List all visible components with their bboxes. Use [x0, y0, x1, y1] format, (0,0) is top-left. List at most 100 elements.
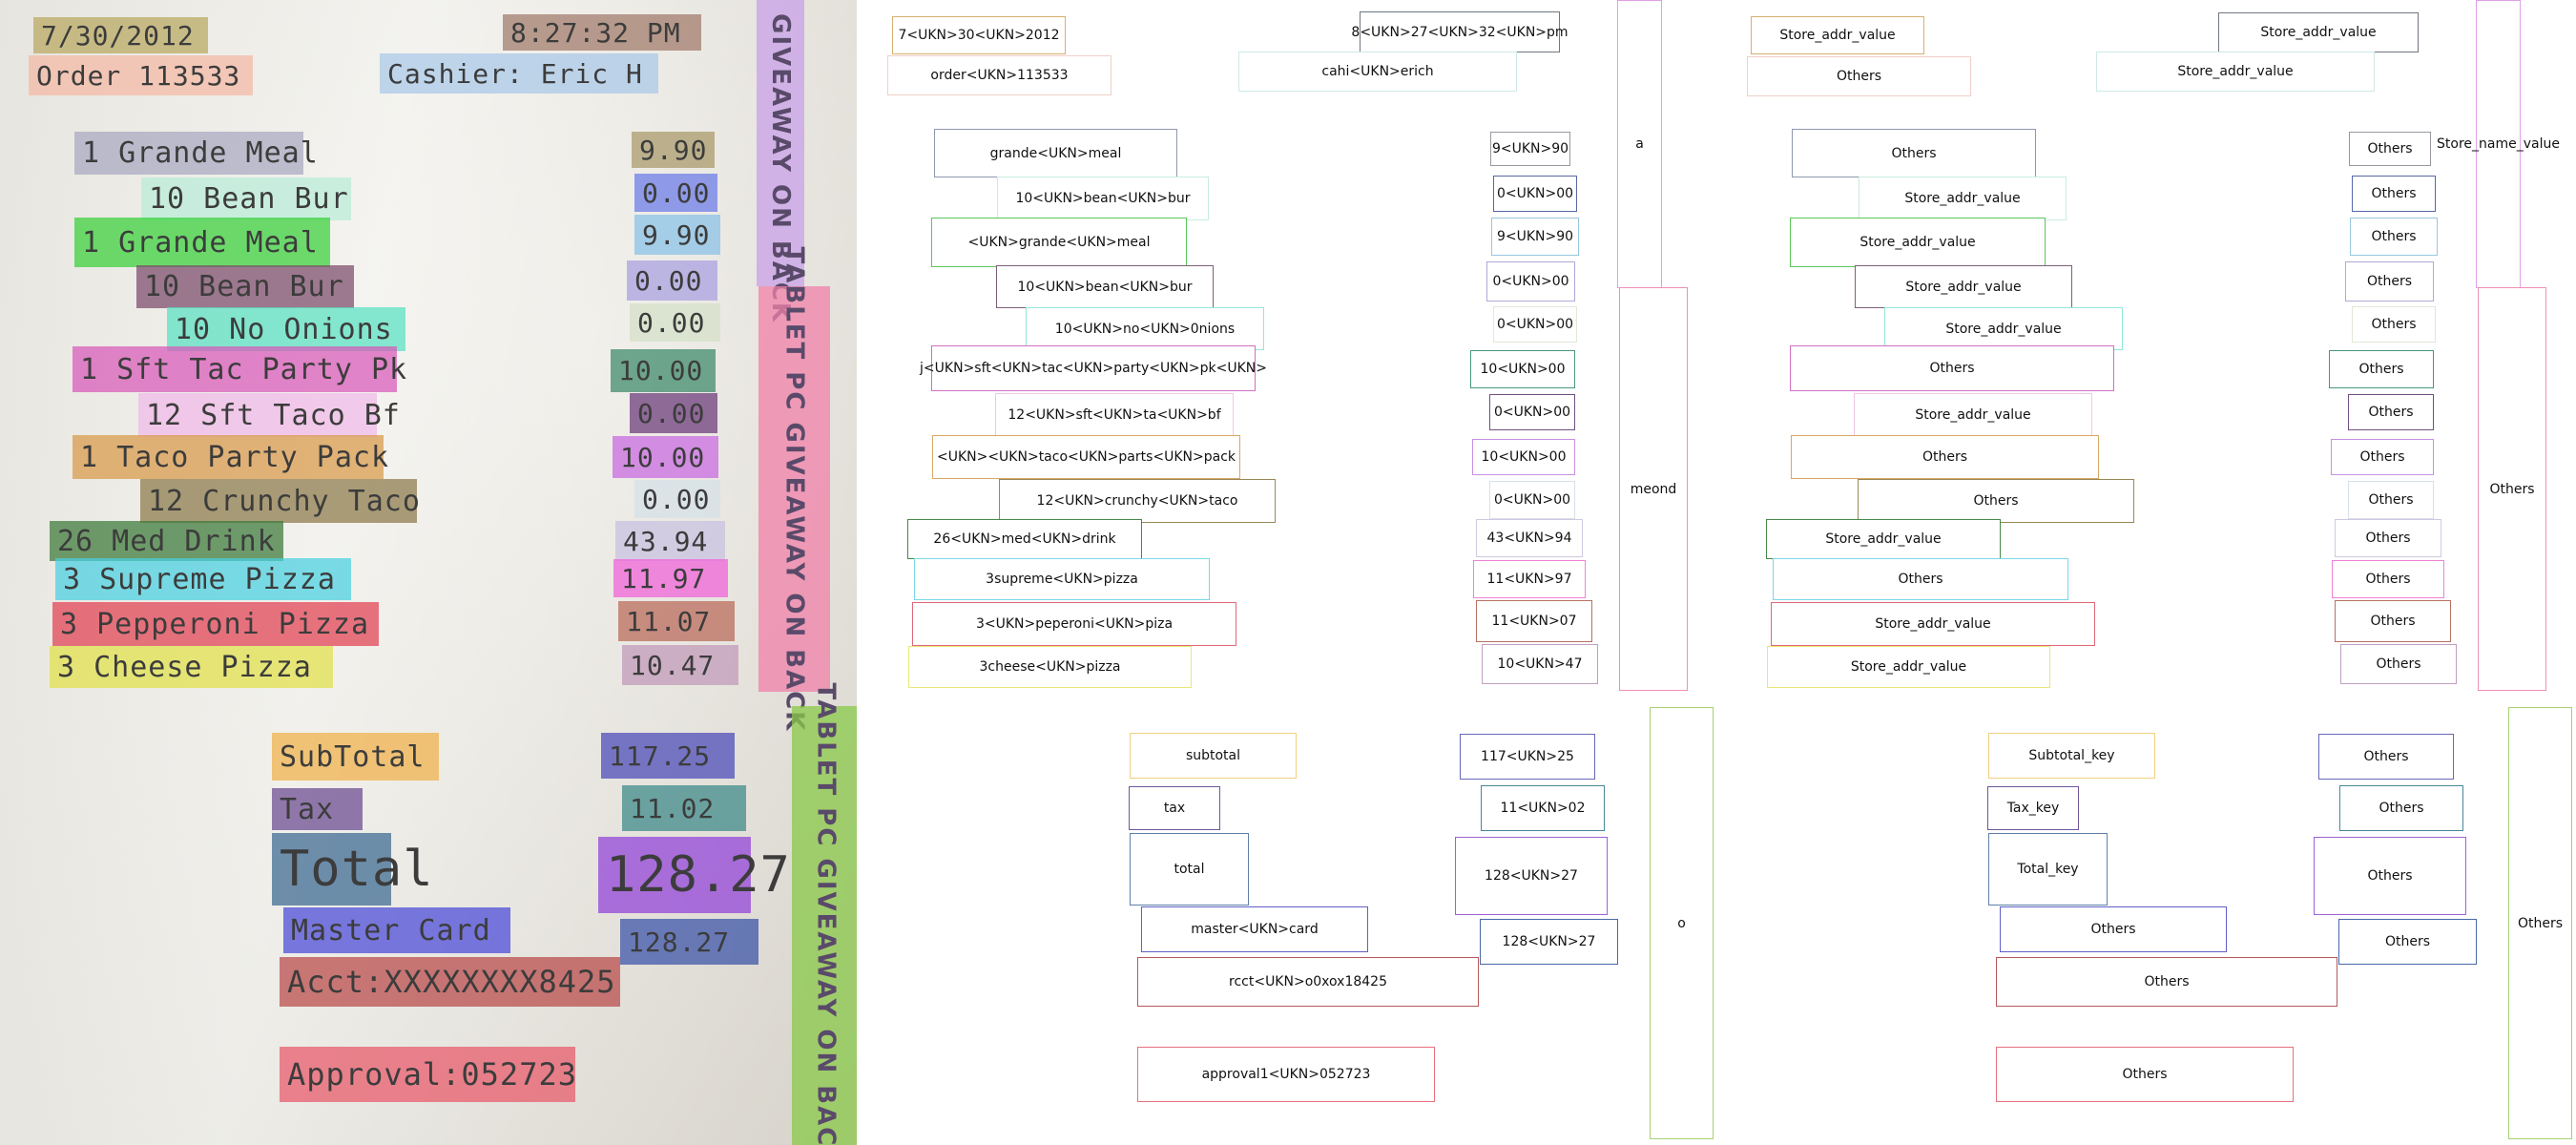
subtotal-label: SubTotal: [272, 733, 439, 781]
cls-crunchy-taco: Others: [1858, 479, 2134, 523]
cls-total-value: Others: [2314, 837, 2466, 915]
item-med-drink: 26 Med Drink: [50, 521, 283, 561]
item-no-onions: 10 No Onions: [167, 307, 405, 351]
item-crunchy-taco: 12 Crunchy Taco: [140, 479, 420, 523]
price-bean-bur-2: 0.00: [627, 260, 717, 301]
ocr-crunchy-taco: 12<UKN>crunchy<UKN>taco: [999, 479, 1276, 523]
ocr-grande-meal: grande<UKN>meal: [934, 129, 1177, 177]
ocr-total: total: [1130, 833, 1249, 906]
banner-2: TABLET PC GIVEAWAY ON BACK: [758, 246, 830, 732]
item-cheese-pizza: 3 Cheese Pizza: [50, 646, 333, 688]
ocr-taco-party-pack: <UKN><UKN>taco<UKN>parts<UKN>pack: [932, 435, 1240, 479]
ocr-time: 8<UKN>27<UKN>32<UKN>pm: [1351, 11, 1568, 52]
cls-banner-1: Store_name_value: [2437, 0, 2560, 288]
item-bean-bur: 10 Bean Bur: [141, 177, 351, 220]
price-taco-party-pk: 10.00: [611, 349, 716, 392]
tax-value: 11.02: [622, 785, 746, 831]
tax-label: Tax: [272, 788, 363, 830]
ocr-grande-meal-price: 9<UKN>90: [1490, 132, 1570, 166]
ocr-no-onions: 10<UKN>no<UKN>0nions: [1026, 307, 1264, 350]
payment-label: Master Card: [283, 907, 510, 953]
ocr-order: order<UKN>113533: [887, 55, 1111, 95]
ocr-account: rcct<UKN>o0xox18425: [1137, 957, 1479, 1007]
cls-supreme-pizza: Others: [1773, 558, 2068, 600]
price-cheese-pizza: 10.47: [622, 645, 738, 685]
item-grande-meal-2: 1 Grande Meal: [74, 218, 330, 267]
ocr-pepperoni-pizza-price: 11<UKN>07: [1476, 600, 1592, 642]
receipt-cashier: Cashier: Eric H: [380, 53, 658, 94]
ocr-grande-meal-2: <UKN>grande<UKN>meal: [931, 218, 1187, 267]
ocr-banner-3: o: [1650, 707, 1714, 1139]
cls-grande-meal-2-price: Others: [2350, 218, 2438, 256]
cls-no-onions-price: Others: [2352, 306, 2436, 343]
cls-taco-party-pk: Others: [1790, 345, 2114, 391]
cls-cheese-pizza: Store_addr_value: [1767, 646, 2050, 688]
cls-supreme-pizza-price: Others: [2332, 560, 2444, 598]
receipt-date: 7/30/2012: [33, 17, 208, 53]
payment-value: 128.27: [620, 919, 758, 965]
ocr-payment: master<UKN>card: [1141, 906, 1368, 952]
banner-3: TABLET PC GIVEAWAY ON BACK: [792, 683, 859, 1145]
price-crunchy-taco: 0.00: [634, 480, 720, 518]
ocr-taco-party-pk-price: 10<UKN>00: [1470, 350, 1575, 388]
ocr-crunchy-taco-price: 0<UKN>00: [1489, 481, 1575, 519]
ocr-payment-value: 128<UKN>27: [1480, 919, 1618, 965]
cls-pepperoni-pizza-price: Others: [2335, 600, 2451, 642]
approval-code: Approval:052723: [280, 1047, 576, 1102]
cls-payment: Others: [2000, 906, 2227, 952]
cls-pepperoni-pizza: Store_addr_value: [1771, 602, 2095, 646]
price-no-onions: 0.00: [630, 303, 720, 342]
cls-taco-party-pack: Others: [1791, 435, 2099, 479]
cls-time: Store_addr_value: [2218, 12, 2419, 52]
price-bean-bur: 0.00: [634, 174, 717, 212]
cls-bean-bur-2-price: Others: [2345, 261, 2434, 302]
cls-grande-meal-2: Store_addr_value: [1790, 218, 2046, 267]
ocr-no-onions-price: 0<UKN>00: [1493, 306, 1577, 343]
total-label: Total: [272, 833, 433, 906]
item-taco-party-pk: 1 Sft Tac Party Pk: [73, 346, 406, 392]
item-taco-party-pack: 1 Taco Party Pack: [73, 435, 388, 479]
total-value: 128.27: [598, 837, 790, 913]
price-med-drink: 43.94: [615, 521, 725, 561]
ocr-grande-meal-2-price: 9<UKN>90: [1491, 218, 1579, 256]
cls-grande-meal-price: Others: [2349, 132, 2431, 166]
ocr-cheese-pizza: 3cheese<UKN>pizza: [908, 646, 1192, 688]
ocr-supreme-pizza: 3supreme<UKN>pizza: [914, 558, 1210, 600]
ocr-pepperoni-pizza: 3<UKN>peperoni<UKN>piza: [912, 602, 1236, 646]
cls-crunchy-taco-price: Others: [2348, 481, 2434, 519]
ocr-sft-taco-bf: 12<UKN>sft<UKN>ta<UKN>bf: [995, 393, 1234, 436]
cls-taco-party-pack-price: Others: [2331, 439, 2434, 475]
ocr-subtotal: subtotal: [1130, 733, 1297, 779]
ocr-date: 7<UKN>30<UKN>2012: [892, 16, 1066, 54]
price-grande-meal: 9.90: [632, 132, 715, 168]
cls-bean-bur-2: Store_addr_value: [1855, 265, 2072, 308]
cls-cashier: Store_addr_value: [2096, 52, 2375, 92]
ocr-banner-2: meond: [1619, 287, 1688, 691]
cls-banner-2: Others: [2478, 287, 2546, 691]
ocr-bean-bur-2: 10<UKN>bean<UKN>bur: [996, 265, 1214, 308]
ocr-cashier: cahi<UKN>erich: [1238, 52, 1517, 92]
price-pepperoni-pizza: 11.07: [618, 601, 735, 641]
ocr-banner-1: a: [1617, 0, 1662, 288]
receipt-order: Order 113533: [29, 55, 253, 95]
item-pepperoni-pizza: 3 Pepperoni Pizza: [52, 602, 379, 646]
cls-sft-taco-bf-price: Others: [2348, 394, 2434, 430]
cls-subtotal-value: Others: [2318, 734, 2454, 780]
cls-no-onions: Store_addr_value: [1884, 307, 2123, 350]
price-taco-party-pack: 10.00: [613, 436, 718, 478]
account-number: Acct:XXXXXXXX8425: [280, 957, 620, 1007]
cls-med-drink-price: Others: [2335, 519, 2441, 557]
cls-tax: Tax_key: [1987, 786, 2079, 830]
cls-tax-value: Others: [2339, 785, 2463, 831]
ocr-bean-bur-price: 0<UKN>00: [1493, 176, 1577, 212]
cls-payment-value: Others: [2338, 919, 2477, 965]
cls-grande-meal: Others: [1792, 129, 2036, 177]
cls-account: Others: [1996, 957, 2337, 1007]
item-grande-meal: 1 Grande Meal: [74, 132, 318, 175]
cls-bean-bur-price: Others: [2352, 176, 2436, 212]
subtotal-value: 117.25: [601, 733, 735, 779]
banner-3-text: TABLET PC GIVEAWAY ON BACK: [811, 682, 841, 1145]
ocr-tax-value: 11<UKN>02: [1481, 785, 1605, 831]
item-supreme-pizza: 3 Supreme Pizza: [55, 558, 351, 600]
